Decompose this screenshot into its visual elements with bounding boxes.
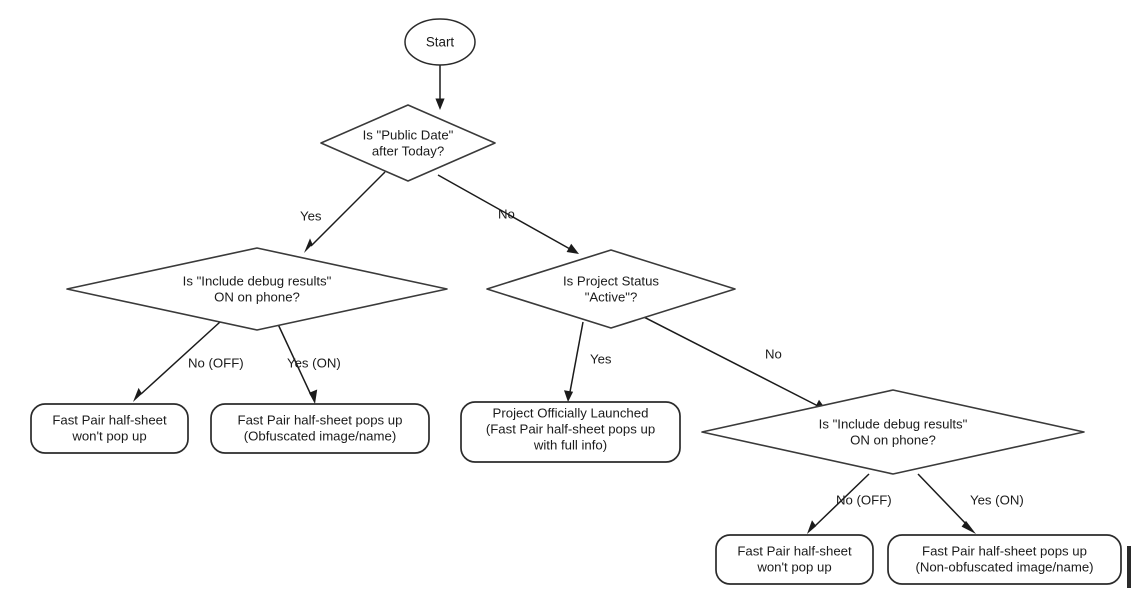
- node-outcome-no-popup-left-line1: Fast Pair half-sheet: [52, 412, 167, 427]
- node-outcome-non-obfuscated-line1: Fast Pair half-sheet pops up: [922, 543, 1087, 558]
- node-decision-debug-right-line2: ON on phone?: [850, 432, 936, 447]
- node-decision-public-date-line2: after Today?: [372, 143, 444, 158]
- edge-project-status-yes: Yes: [564, 321, 612, 402]
- node-outcome-officially-launched-line3: with full info): [533, 437, 607, 452]
- node-decision-project-status-line2: "Active"?: [585, 289, 638, 304]
- outcome-box-shape[interactable]: [460, 401, 681, 463]
- edge-label-yes-on-right: Yes (ON): [970, 492, 1024, 507]
- node-outcome-no-popup-right[interactable]: Fast Pair half-sheet won't pop up: [715, 534, 874, 585]
- arrow-head-icon: [564, 390, 574, 402]
- node-decision-debug-left-line1: Is "Include debug results": [183, 273, 332, 288]
- node-decision-debug-right[interactable]: Is "Include debug results" ON on phone?: [701, 389, 1085, 475]
- edge-debug-left-no-off: No (OFF): [133, 321, 244, 402]
- node-decision-project-status[interactable]: Is Project Status "Active"?: [486, 249, 736, 329]
- node-decision-project-status-line1: Is Project Status: [563, 273, 659, 288]
- edge-public-date-no: No: [437, 174, 579, 254]
- arrow-head-icon: [133, 387, 142, 402]
- outcome-box-shape[interactable]: [715, 534, 874, 585]
- outcome-box-shape[interactable]: [30, 403, 189, 454]
- arrow-head-icon: [435, 98, 445, 110]
- node-outcome-no-popup-right-line1: Fast Pair half-sheet: [737, 543, 852, 558]
- node-outcome-no-popup-right-line2: won't pop up: [756, 559, 831, 574]
- edge-debug-left-yes-on: Yes (ON): [276, 321, 341, 404]
- edge-label-no-off-left: No (OFF): [188, 355, 244, 370]
- edge-label-no-public-date: No: [498, 206, 515, 221]
- edge-debug-right-yes-on: Yes (ON): [917, 473, 1024, 534]
- edge-label-no-off-right: No (OFF): [836, 492, 892, 507]
- node-outcome-obfuscated[interactable]: Fast Pair half-sheet pops up (Obfuscated…: [210, 403, 430, 454]
- node-decision-debug-left-line2: ON on phone?: [214, 289, 300, 304]
- start-ellipse-shape[interactable]: [404, 18, 476, 66]
- node-outcome-obfuscated-line2: (Obfuscated image/name): [244, 428, 396, 443]
- node-outcome-non-obfuscated-line2: (Non-obfuscated image/name): [915, 559, 1093, 574]
- outcome-box-shape[interactable]: [887, 534, 1122, 585]
- arrow-head-icon: [807, 520, 817, 534]
- edge-label-yes-on-left: Yes (ON): [287, 355, 341, 370]
- node-decision-public-date[interactable]: Is "Public Date" after Today?: [320, 104, 496, 182]
- edge-label-yes-public-date: Yes: [300, 208, 322, 223]
- node-outcome-obfuscated-line1: Fast Pair half-sheet pops up: [238, 412, 403, 427]
- outcome-box-shape[interactable]: [210, 403, 430, 454]
- node-outcome-officially-launched-line1: Project Officially Launched: [493, 405, 649, 420]
- node-outcome-no-popup-left-line2: won't pop up: [71, 428, 146, 443]
- edge-start-to-public-date: [435, 65, 445, 110]
- edge-label-no-project-status: No: [765, 346, 782, 361]
- arrow-head-icon: [309, 389, 318, 404]
- decision-diamond-shape[interactable]: [66, 247, 448, 331]
- decision-diamond-shape[interactable]: [701, 389, 1085, 475]
- edge-debug-right-no-off: No (OFF): [807, 473, 892, 534]
- edge-project-status-no: No: [633, 311, 827, 411]
- node-outcome-officially-launched-line2: (Fast Pair half-sheet pops up: [486, 421, 655, 436]
- edge-label-yes-project-status: Yes: [590, 351, 612, 366]
- decision-diamond-shape[interactable]: [486, 249, 736, 329]
- node-outcome-no-popup-left[interactable]: Fast Pair half-sheet won't pop up: [30, 403, 189, 454]
- node-start-label: Start: [426, 35, 455, 50]
- decision-diamond-shape[interactable]: [320, 104, 496, 182]
- node-outcome-non-obfuscated[interactable]: Fast Pair half-sheet pops up (Non-obfusc…: [887, 534, 1122, 585]
- node-decision-debug-left[interactable]: Is "Include debug results" ON on phone?: [66, 247, 448, 331]
- node-decision-public-date-line1: Is "Public Date": [363, 127, 454, 142]
- arrow-head-icon: [304, 238, 313, 253]
- arrow-head-icon: [961, 520, 976, 534]
- edge-public-date-yes: Yes: [300, 171, 386, 253]
- arrow-head-icon: [566, 243, 579, 254]
- node-outcome-officially-launched[interactable]: Project Officially Launched (Fast Pair h…: [460, 401, 681, 463]
- node-decision-debug-right-line1: Is "Include debug results": [819, 416, 968, 431]
- right-edge-marker: [1127, 546, 1131, 588]
- node-start[interactable]: Start: [404, 18, 476, 66]
